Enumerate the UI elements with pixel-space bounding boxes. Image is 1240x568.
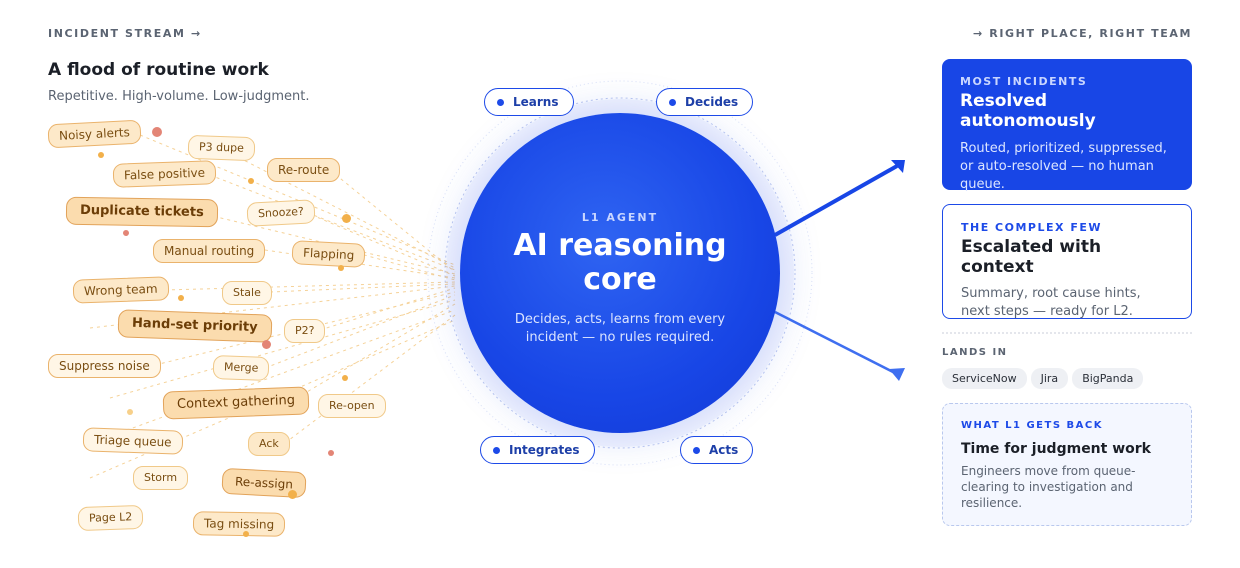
incident-tag: P2?	[284, 319, 326, 343]
signal-dot	[243, 531, 249, 537]
incident-tag: Hand-set priority	[117, 309, 273, 343]
incident-tag: Merge	[212, 355, 270, 381]
core-eyebrow: L1 AGENT	[581, 211, 659, 224]
incident-tag: Triage queue	[82, 427, 183, 455]
ai-reasoning-core: L1 AGENT AI reasoning core Decides, acts…	[460, 113, 780, 433]
lands-in-label: LANDS IN	[942, 347, 1008, 358]
incident-tag: Re-open	[318, 394, 386, 418]
card-title: Escalated with context	[961, 237, 1102, 277]
card-description: Routed, prioritized, suppressed, or auto…	[960, 141, 1167, 192]
capability-learns: Learns	[484, 88, 574, 116]
signal-dot	[342, 214, 351, 223]
signal-dot	[123, 230, 129, 236]
chip-bigpanda: BigPanda	[1072, 368, 1144, 389]
capability-acts: Acts	[680, 436, 754, 464]
incident-tag: Snooze?	[246, 199, 316, 227]
left-subtitle: Repetitive. High-volume. Low-judgment.	[48, 89, 310, 104]
card-eyebrow: MOST INCIDENTS	[960, 75, 1088, 88]
incident-tag: P3 dupe	[187, 134, 256, 162]
incident-tag: Re-route	[267, 158, 341, 182]
incident-tag: Ack	[248, 432, 290, 456]
card-what-l1-gets-back: WHAT L1 GETS BACK Time for judgment work…	[942, 403, 1192, 526]
signal-dot	[262, 340, 271, 349]
capability-dot	[493, 446, 500, 454]
card-title: Resolved autonomously	[960, 91, 1096, 131]
signal-dot	[342, 375, 348, 381]
capability-dot	[497, 98, 504, 106]
incident-tag: False positive	[112, 160, 217, 188]
incident-stream-eyebrow: INCIDENT STREAM →	[48, 27, 202, 40]
capability-integrates: Integrates	[480, 436, 595, 464]
right-eyebrow: → RIGHT PLACE, RIGHT TEAM	[973, 27, 1192, 40]
incident-tag: Noisy alerts	[47, 119, 142, 149]
capability-decides: Decides	[656, 88, 754, 116]
capability-label: Acts	[709, 443, 739, 457]
card-description: Summary, root cause hints, next steps — …	[961, 286, 1141, 319]
signal-dot	[288, 490, 297, 499]
incident-tag: Stale	[222, 281, 272, 305]
left-title: A flood of routine work	[48, 60, 269, 80]
capability-label: Decides	[685, 95, 739, 109]
incident-tag: Flapping	[291, 240, 366, 268]
capability-dot	[669, 98, 676, 106]
signal-dot	[98, 152, 104, 158]
incident-tag: Storm	[133, 466, 189, 490]
card-eyebrow: WHAT L1 GETS BACK	[961, 420, 1103, 431]
card-title: Time for judgment work	[961, 441, 1151, 457]
incident-tag: Duplicate tickets	[65, 196, 218, 228]
incident-tag: Wrong team	[72, 276, 169, 304]
signal-dot	[152, 127, 162, 137]
chip-servicenow: ServiceNow	[942, 368, 1027, 389]
incident-tag: Context gathering	[162, 386, 310, 420]
signal-dot	[338, 265, 344, 271]
core-title: AI reasoning core	[513, 228, 727, 297]
capability-label: Learns	[513, 95, 559, 109]
signal-dot	[328, 450, 334, 456]
signal-dot	[127, 409, 133, 415]
core-subtitle: Decides, acts, learns from every inciden…	[514, 312, 726, 345]
capability-label: Integrates	[509, 443, 580, 457]
incident-tag: Tag missing	[192, 511, 286, 537]
chip-jira: Jira	[1030, 368, 1069, 389]
capability-dot	[693, 446, 700, 454]
incident-tag: Page L2	[77, 504, 144, 532]
card-escalated-with-context: THE COMPLEX FEW Escalated with context S…	[942, 204, 1192, 319]
card-eyebrow: THE COMPLEX FEW	[961, 221, 1102, 234]
signal-dot	[248, 178, 254, 184]
card-description: Engineers move from queue-clearing to in…	[961, 464, 1136, 510]
signal-dot	[178, 295, 184, 301]
incident-tag: Suppress noise	[48, 354, 161, 378]
incident-tag: Manual routing	[153, 239, 266, 263]
card-resolved-autonomously: MOST INCIDENTS Resolved autonomously Rou…	[942, 59, 1192, 192]
